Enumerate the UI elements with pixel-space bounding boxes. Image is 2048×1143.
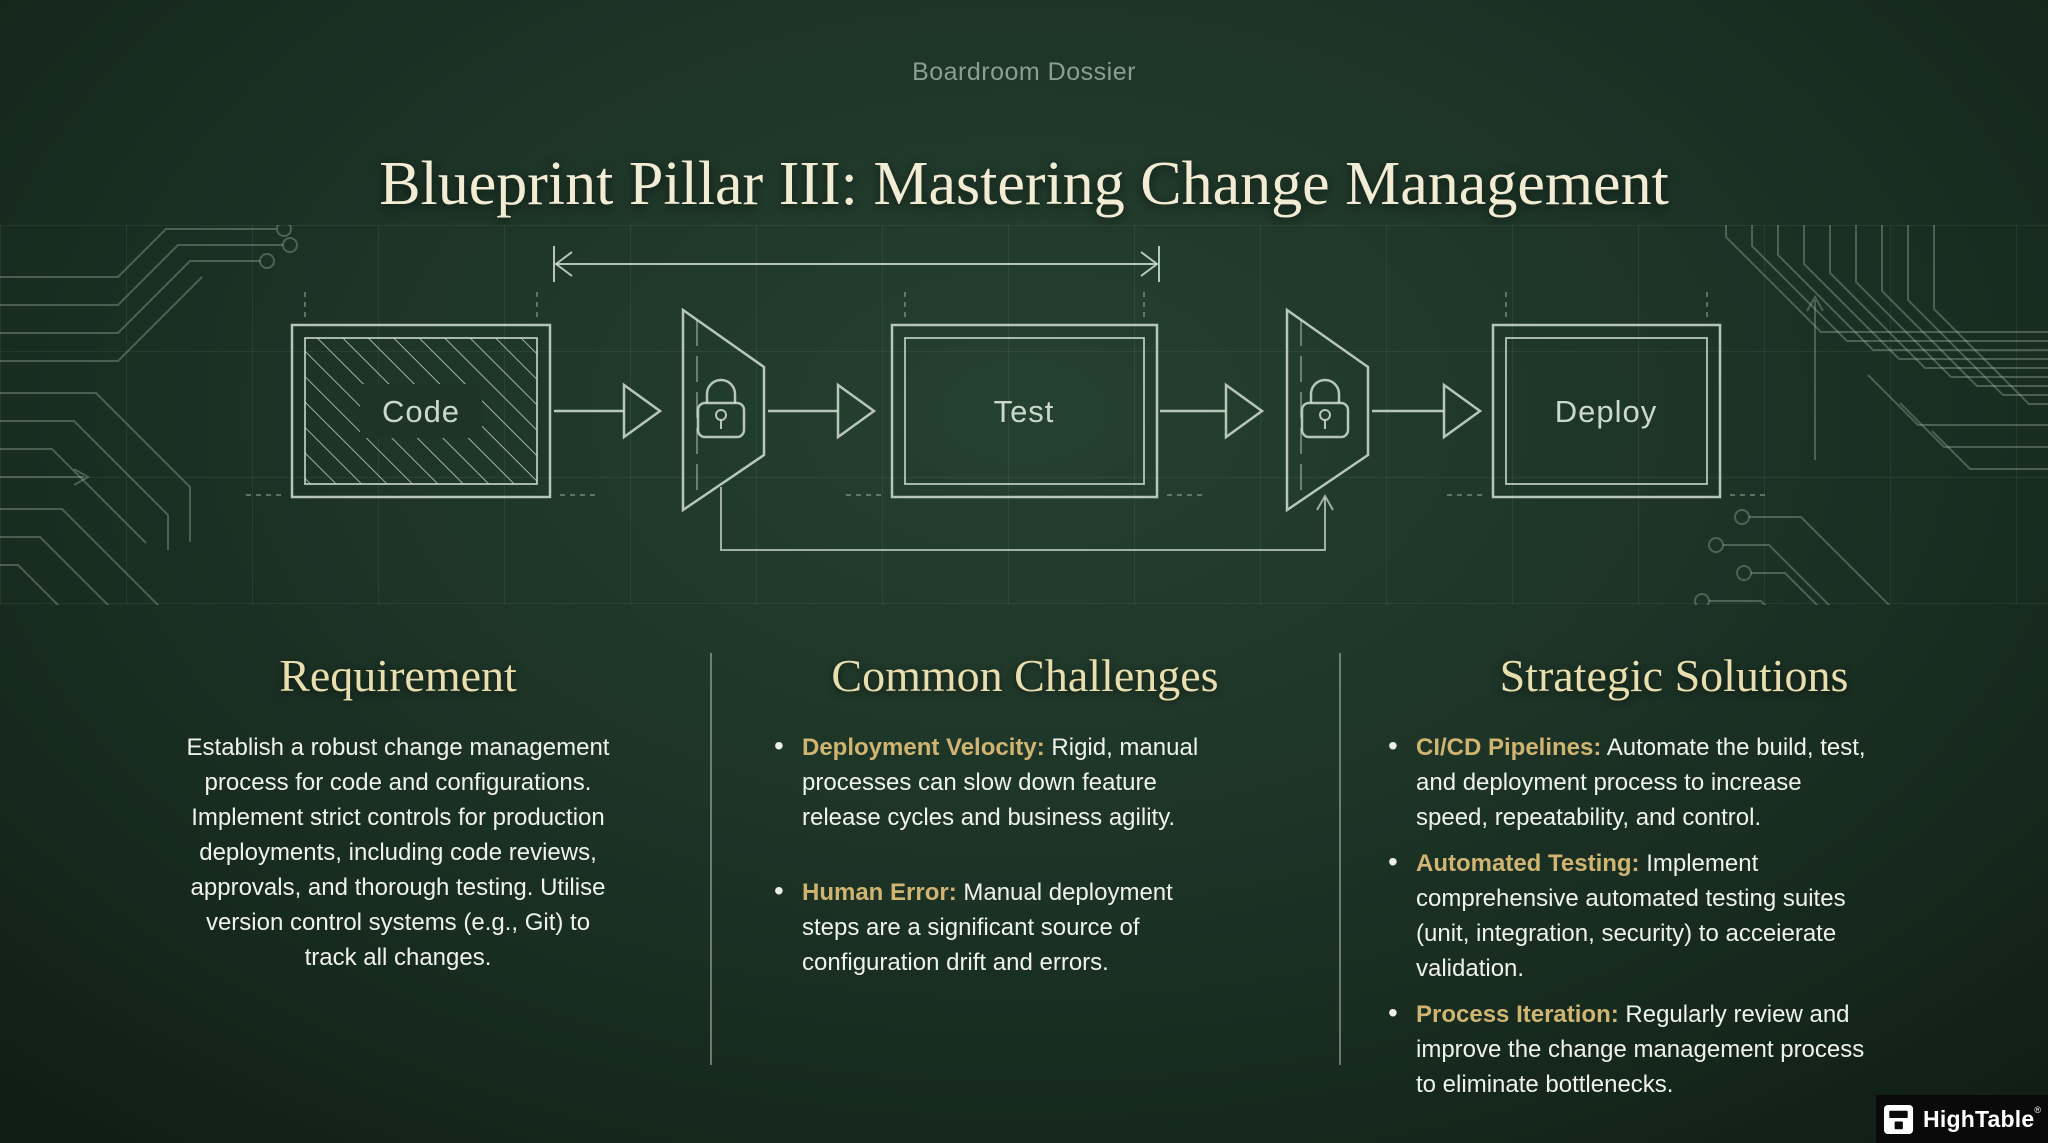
challenge-term: Human Error: [802, 879, 957, 906]
solution-term: Process Iteration: [1416, 1001, 1619, 1028]
flow-arrow [1160, 382, 1265, 440]
circuit-decoration-right [1694, 225, 2048, 605]
hightable-logo-icon [1884, 1104, 1914, 1134]
challenges-heading: Common Challenges [831, 650, 1219, 701]
column-divider [1339, 653, 1341, 1065]
approval-gate-2 [1285, 308, 1370, 512]
column-requirement: Requirement Establish a robust change ma… [128, 650, 668, 975]
page-title: Blueprint Pillar III: Mastering Change M… [379, 149, 1669, 218]
column-challenges: Common Challenges Deployment Velocity: R… [772, 650, 1278, 1020]
approval-gate-1 [681, 307, 766, 513]
solution-text: Automate the build, test, and deployment… [1416, 734, 1866, 831]
feedback-loop-arrow [720, 487, 1334, 551]
solution-term: Automated Testing: [1416, 850, 1640, 877]
flow-arrow [554, 382, 663, 440]
solution-item: CI/CD Pipelines: Automate the build, tes… [1386, 728, 1962, 835]
dimension-arrow [553, 246, 1160, 282]
column-solutions: Strategic Solutions CI/CD Pipelines: Aut… [1386, 650, 1962, 1113]
column-divider [710, 653, 712, 1065]
requirement-heading: Requirement [279, 650, 517, 701]
challenge-text: Manual deployment steps are a significan… [802, 879, 1173, 976]
solution-item: Automated Testing: Implement comprehensi… [1386, 844, 1962, 986]
challenge-item: Deployment Velocity: Rigid, manual proce… [772, 728, 1278, 835]
pipeline-diagram: Code Test Deploy [0, 225, 2048, 605]
challenge-text: Rigid, manual processes can slow down fe… [802, 734, 1199, 831]
blueprint-tick-marks [246, 287, 1766, 496]
solution-term: CI/CD Pipelines: [1416, 734, 1602, 761]
code-box-label: Code [382, 394, 460, 429]
hightable-logo-text: HighTable [1923, 1106, 2035, 1132]
solution-text: Regularly review and improve the change … [1416, 1001, 1865, 1098]
challenge-item: Human Error: Manual deployment steps are… [772, 873, 1278, 980]
code-box [290, 323, 552, 499]
challenge-term: Deployment Velocity: [802, 734, 1045, 761]
registered-mark-icon: ® [2034, 1105, 2041, 1115]
lock-icon [696, 378, 746, 439]
deploy-box [1491, 323, 1722, 499]
flow-arrow [1372, 382, 1483, 440]
hightable-logo: HighTable® [1876, 1095, 2048, 1143]
solution-item: Process Iteration: Regularly review and … [1386, 995, 1962, 1102]
solution-text: Implement comprehensive automated testin… [1416, 850, 1846, 982]
circuit-decoration-left [0, 225, 298, 605]
solutions-heading: Strategic Solutions [1499, 650, 1849, 701]
kicker: Boardroom Dossier [912, 58, 1136, 86]
requirement-body: Establish a robust change management pro… [186, 734, 610, 971]
flow-arrow [768, 382, 877, 440]
deploy-box-label: Deploy [1555, 394, 1658, 429]
test-box [890, 323, 1159, 499]
test-box-label: Test [994, 394, 1055, 429]
